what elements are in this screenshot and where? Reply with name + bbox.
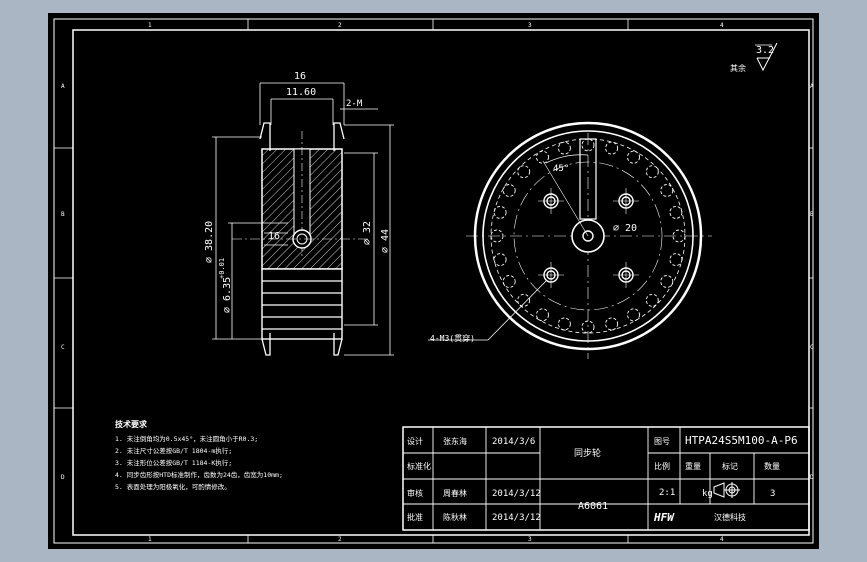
- tooth-profile: [517, 293, 531, 307]
- drawing-sheet: 1 2 3 4 1 2 3 4 A B C D A B C D 3.2 其余: [48, 13, 819, 549]
- side-section-view: 16 11.60 2-M: [204, 71, 394, 356]
- dim-overall-width: 16: [294, 71, 306, 82]
- tooth-profile: [557, 141, 571, 155]
- tooth-profile: [605, 141, 619, 155]
- tooth-profile: [557, 317, 571, 331]
- company-logo: HFW: [653, 511, 675, 524]
- dim-diameter-44: ⌀ 44: [380, 229, 391, 253]
- note-line: 5. 表面处理为阳极氧化，可酌情修改。: [115, 482, 231, 491]
- projection-symbol-icon: [713, 482, 740, 498]
- scale-value: 2:1: [659, 488, 675, 498]
- note-line: 4. 同步齿形按HTD标准制作，齿数为24齿，齿宽为10mm;: [115, 470, 283, 479]
- tooth-profile: [660, 184, 674, 197]
- zone-number-top: 3: [528, 22, 532, 29]
- tooth-profile: [627, 150, 640, 164]
- thread-note: 4-M3(贯穿): [430, 333, 475, 343]
- weight-header: 重量: [685, 461, 701, 471]
- tooth-profile: [502, 275, 516, 288]
- reviewer-label: 审核: [407, 488, 423, 498]
- designer-name: 张东海: [443, 436, 467, 446]
- standardization-label: 标准化: [407, 461, 431, 471]
- tooth-profile: [645, 293, 659, 307]
- note-line: 3. 未注形位公差按GB/T 1184-K执行;: [115, 458, 232, 467]
- zone-number-top: 1: [148, 22, 152, 29]
- dim-tolerance: +0.01: [218, 258, 226, 279]
- inner-border: [72, 29, 810, 536]
- quantity-value: 3: [770, 489, 775, 499]
- zone-number-bottom: 3: [528, 536, 532, 543]
- material: A6061: [578, 501, 608, 512]
- tooth-profile: [493, 205, 507, 219]
- dim-diameter-6-35: ⌀ 6.35: [222, 277, 233, 313]
- zone-number-top: 4: [720, 22, 724, 29]
- tooth-profile: [517, 165, 531, 179]
- zone-letter-left: B: [61, 211, 65, 218]
- tooth-profile: [669, 253, 683, 267]
- tooth-profile: [605, 317, 619, 331]
- design-date: 2014/3/6: [492, 437, 535, 447]
- zone-letter-left: D: [61, 474, 65, 481]
- zone-letter-left: C: [61, 344, 65, 351]
- zone-letter-right: A: [810, 83, 814, 90]
- dim-inner-width: 11.60: [286, 87, 316, 98]
- dim-chamfer: 2-M: [346, 99, 363, 109]
- approver-label: 批准: [407, 512, 423, 522]
- zone-number-top: 2: [338, 22, 342, 29]
- dim-angle: 45°: [553, 164, 569, 174]
- tooth-profile: [536, 308, 549, 322]
- tooth-profile: [627, 308, 640, 322]
- notes-heading: 技术要求: [115, 419, 148, 429]
- zone-number-bottom: 4: [720, 536, 724, 543]
- tooth-profile: [669, 205, 683, 219]
- zone-number-bottom: 2: [338, 536, 342, 543]
- weight-unit: kg: [702, 489, 713, 499]
- tooth-profile: [672, 229, 686, 243]
- projection-header: 标记: [722, 461, 738, 471]
- quantity-header: 数量: [764, 461, 780, 471]
- note-line: 2. 未注尺寸公差按GB/T 1804-m执行;: [115, 446, 232, 455]
- tooth-profile: [502, 184, 516, 197]
- dim-diameter-32: ⌀ 32: [362, 221, 373, 245]
- dim-bore-offset: 16: [268, 231, 280, 242]
- reviewer-name: 周春林: [443, 488, 467, 498]
- review-date: 2014/3/12: [492, 489, 541, 499]
- part-name: 同步轮: [574, 447, 601, 459]
- zone-ticks: [54, 19, 813, 543]
- tooth-profile: [490, 229, 504, 243]
- tooth-profile: [493, 253, 507, 267]
- note-line: 1. 未注倒角均为0.5x45°，未注圆角小于R0.3;: [115, 434, 258, 443]
- drawing-number: HTPA24S5M100-A-P6: [685, 434, 798, 447]
- tooth-profile: [645, 165, 659, 179]
- zone-letter-left: A: [61, 83, 65, 90]
- dim-diameter-20: ⌀ 20: [613, 223, 637, 234]
- zone-number-bottom: 1: [148, 536, 152, 543]
- roughness-label: 其余: [730, 63, 746, 73]
- zone-letter-right: C: [810, 344, 814, 351]
- company-name: 汉德科技: [714, 512, 746, 522]
- front-view: 45° ⌀ 20 4-M3(贯穿): [428, 121, 712, 359]
- title-block: 设计 张东海 2014/3/6 标准化 同步轮 审核 周春林 2014/3/12…: [402, 426, 810, 531]
- zone-letter-right: D: [810, 474, 814, 481]
- tooth-profile: [660, 275, 674, 288]
- outer-border: [53, 18, 814, 544]
- zone-letter-right: B: [810, 211, 814, 218]
- technical-notes: 技术要求 1. 未注倒角均为0.5x45°，未注圆角小于R0.3; 2. 未注尺…: [115, 419, 283, 491]
- drawing-canvas: 1 2 3 4 1 2 3 4 A B C D A B C D 3.2 其余: [53, 18, 814, 544]
- scale-header: 比例: [654, 461, 670, 471]
- drawing-number-label: 图号: [654, 437, 670, 446]
- roughness-symbol: 3.2 其余: [730, 42, 778, 73]
- designer-label: 设计: [407, 436, 423, 446]
- tooth-profile: [536, 150, 549, 164]
- roughness-value: 3.2: [756, 45, 774, 56]
- dim-diameter-38-20: ⌀ 38.20: [204, 221, 215, 263]
- approve-date: 2014/3/12: [492, 513, 541, 523]
- approver-name: 陈秋林: [443, 512, 467, 522]
